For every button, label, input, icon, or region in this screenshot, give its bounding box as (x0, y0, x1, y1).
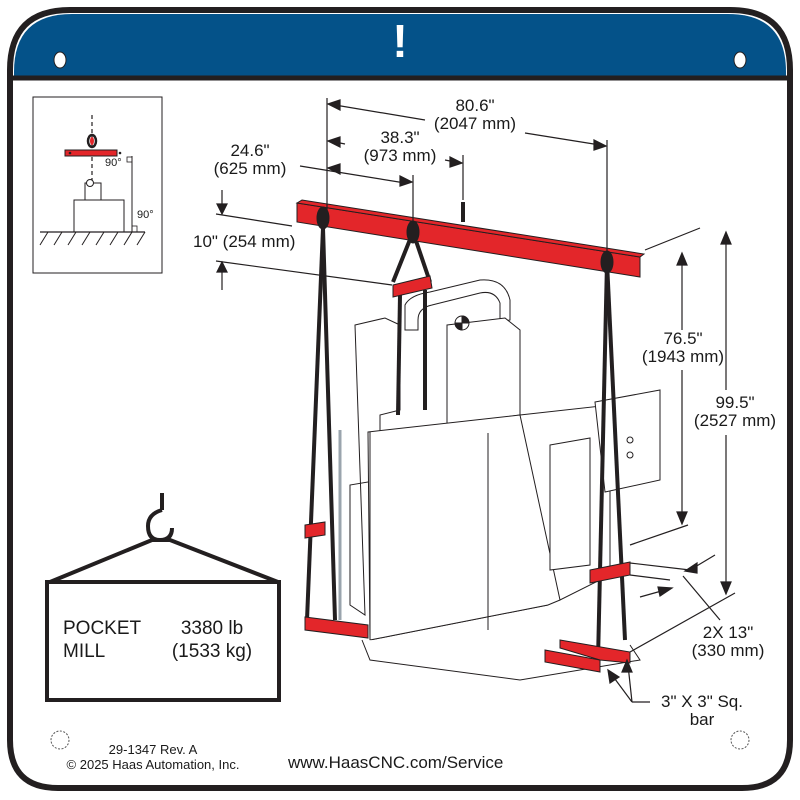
copyright: © 2025 Haas Automation, Inc. (66, 756, 240, 772)
crane-hook-icon (145, 508, 174, 543)
weight-tag-model: POCKET MILL (63, 618, 142, 662)
mounting-hole-bottom-right (730, 730, 750, 750)
header-band (14, 14, 786, 76)
footer-part-info: 29-1347 Rev. A © 2025 Haas Automation, I… (58, 742, 248, 773)
dim-strap-length: 76.5" (1943 mm) (641, 329, 725, 366)
mounting-hole-top-right (733, 51, 747, 69)
part-number: 29-1347 Rev. A (108, 742, 198, 757)
mounting-hole-bottom-left (50, 730, 70, 750)
lifting-eye-icon (86, 133, 98, 149)
lifting-straps (305, 227, 627, 661)
center-of-gravity-icon (86, 179, 94, 187)
lifting-bars (295, 199, 646, 673)
mounting-hole-top-left (53, 51, 67, 69)
dim-bar-spacing: 2X 13" (330 mm) (691, 623, 765, 660)
service-url[interactable]: www.HaasCNC.com/Service (288, 753, 504, 772)
weight-tag-weight: 3380 lb (1533 kg) (171, 618, 253, 662)
weight-tag (45, 493, 281, 702)
dim-center-of-gravity: 38.3" (973 mm) (363, 128, 437, 165)
balance-inset-diagram (32, 96, 163, 274)
dim-square-bar: 3" X 3" Sq. bar (660, 692, 743, 729)
inset-angle-top: 90° (105, 157, 122, 169)
dim-first-strap: 24.6" (625 mm) (213, 141, 287, 178)
dimension-lines (215, 98, 736, 703)
inset-angle-bottom: 90° (137, 209, 154, 221)
dim-total-height: 99.5" (2527 mm) (693, 393, 777, 430)
dim-overall-span: 80.6" (2047 mm) (433, 96, 517, 133)
dim-bar-height: 10" (254 mm) (193, 232, 296, 251)
warning-exclamation-icon: ! (392, 15, 408, 67)
